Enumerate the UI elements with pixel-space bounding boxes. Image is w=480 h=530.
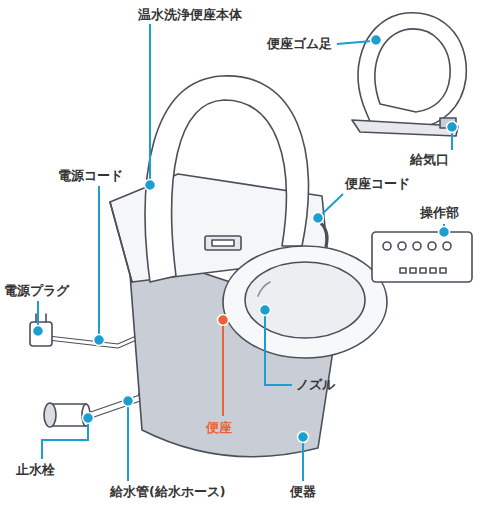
callout-dots [33,35,458,443]
part-label: 電源コード [58,168,123,184]
part-label: 便器 [290,484,316,500]
part-label: 給水管(給水ホース) [110,484,225,500]
part-label: 給気口 [410,152,449,168]
part-label: 操作部 [420,205,459,221]
part-label: 温水洗浄便座本体 [138,7,242,23]
part-label: 便座 [206,420,232,436]
part-label: ノズル [296,377,335,393]
part-label: 止水栓 [16,462,55,478]
part-label: 電源プラグ [4,283,69,299]
part-label: 便座コード [345,176,410,192]
part-label: 便座ゴム足 [267,36,332,52]
leader-lines [38,24,452,481]
